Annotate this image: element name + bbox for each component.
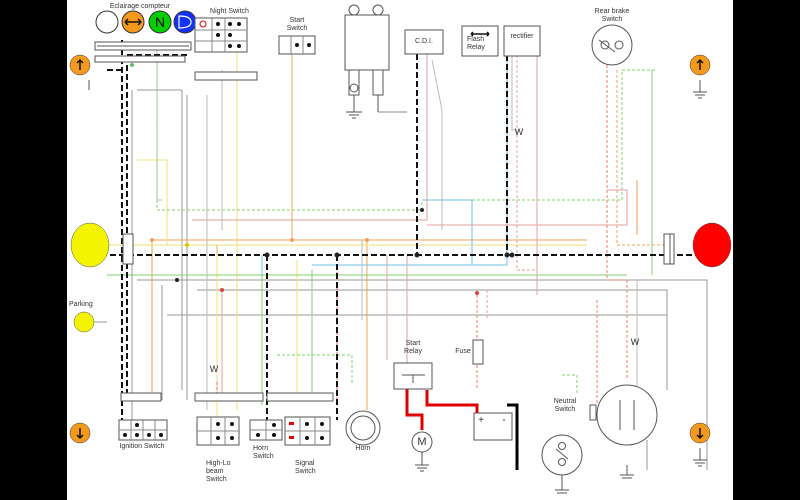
wire-pink <box>516 55 537 271</box>
rear-brake-label: Rear brake Switch <box>594 8 630 23</box>
connector-bar <box>94 55 186 63</box>
wire-orange <box>616 70 677 246</box>
high-lo-bar <box>194 392 264 402</box>
wire-white <box>511 55 517 131</box>
starter-motor <box>411 431 433 453</box>
horn-switch-label: Horn Switch <box>253 445 274 460</box>
wire-green <box>277 354 353 385</box>
parking-lamp <box>73 311 95 333</box>
tail-light <box>692 222 732 268</box>
turn-indicator-icon <box>124 18 142 26</box>
tail-light-connector <box>663 233 675 265</box>
wiring-diagram: Eclairage compteur Night Switch Start Sw… <box>67 0 733 500</box>
junction <box>334 252 340 258</box>
neutral-indicator <box>148 10 172 34</box>
junction <box>264 252 270 258</box>
night-switch-bar <box>194 71 258 81</box>
junction-orange <box>365 238 369 242</box>
battery-red-cable <box>405 385 424 430</box>
wire-gray <box>197 289 668 390</box>
horn-label: Horn <box>355 445 371 452</box>
battery <box>473 412 513 441</box>
wire-gray <box>137 89 183 95</box>
junction <box>175 278 179 282</box>
signal-switch-label: Signal Switch <box>295 460 316 475</box>
motor-label: M <box>417 436 427 448</box>
junction-green <box>130 63 134 67</box>
rectifier <box>503 25 541 57</box>
night-switch-label: Night Switch <box>210 8 249 15</box>
generator-coil <box>596 384 658 446</box>
neutral-switch <box>541 434 583 476</box>
signal-bar <box>266 392 334 402</box>
fuse-label: Fuse <box>455 348 471 355</box>
wire-blue <box>312 55 508 266</box>
start-switch-label: Start Switch <box>286 17 308 32</box>
high-beam-icon <box>178 15 192 29</box>
wire-gray <box>431 59 443 230</box>
eclairage-label: Eclairage compteur <box>109 3 171 10</box>
headlight-connector <box>122 233 134 265</box>
junction <box>414 252 420 258</box>
headlight <box>70 222 110 268</box>
ignition-switch-label: Ignition Switch <box>119 443 165 450</box>
rear-brake-switch <box>591 24 633 66</box>
neutral-indicator-label: N <box>154 14 166 30</box>
flash-relay <box>461 25 499 57</box>
neutral-switch-label: Neutral Switch <box>553 398 577 413</box>
junction-red <box>220 288 224 292</box>
battery-minus: - <box>502 415 506 426</box>
junction <box>509 252 515 258</box>
parking-label: Parking <box>69 301 93 308</box>
wire-blue <box>422 199 473 265</box>
junction-orange <box>290 238 294 242</box>
wire-w-label: W <box>630 337 640 347</box>
wire-pink <box>606 55 628 380</box>
junction-red <box>475 291 479 295</box>
wire-pink <box>427 189 628 226</box>
fuse <box>472 339 484 365</box>
ignition-bar <box>120 392 162 402</box>
wire-pink <box>192 50 428 221</box>
flash-relay-label: Flash Relay <box>467 36 485 51</box>
wire-gray <box>156 45 162 201</box>
start-relay-label: Start Relay <box>404 340 422 355</box>
cdi <box>404 29 444 55</box>
wire-green <box>137 59 657 211</box>
battery-black-cable <box>507 403 519 470</box>
junction <box>504 252 510 258</box>
wire-gray <box>137 279 708 470</box>
wire-green <box>562 374 578 395</box>
junction-orange <box>150 238 154 242</box>
generator <box>344 14 390 71</box>
wire-yellow <box>137 159 168 245</box>
battery-plus: + <box>478 415 484 426</box>
rectifier-label: rectifier <box>510 33 534 40</box>
meter-lamp <box>95 10 119 34</box>
junction-yellow <box>185 243 189 247</box>
wire-w-label: W <box>514 127 524 137</box>
wiring-canvas <box>69 4 732 494</box>
high-lo-label: High-Lo beam Switch <box>206 460 231 483</box>
cdi-label: C.D.I. <box>415 38 433 45</box>
diode <box>589 404 597 421</box>
wire-w-label: W <box>209 364 219 374</box>
junction <box>420 208 424 212</box>
flash-relay-icon <box>470 31 490 37</box>
high-beam-indicator <box>173 10 197 34</box>
battery-red-cable <box>425 390 479 415</box>
